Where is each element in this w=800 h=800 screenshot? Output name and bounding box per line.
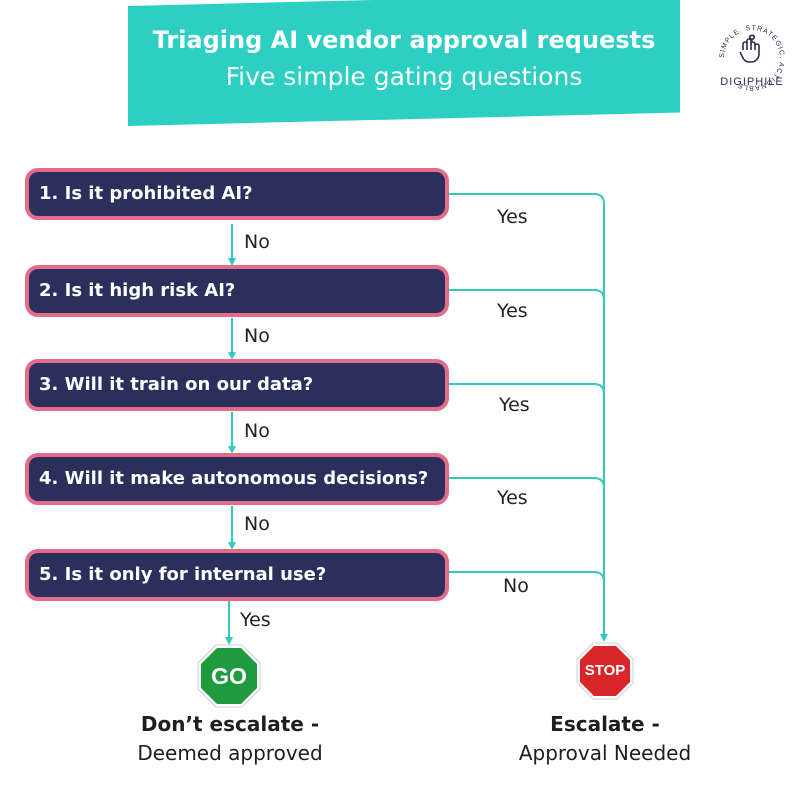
page-subtitle: Five simple gating questions [225, 62, 583, 91]
title-block: Triaging AI vendor approval requests Fiv… [128, 22, 680, 96]
brand-logo: SIMPLE. STRATEGIC. ACTIONABLE [719, 25, 784, 91]
side-branch-1 [439, 193, 605, 205]
question-box-5: 5. Is it only for internal use? [25, 549, 449, 601]
answer-label-down-1: No [244, 231, 270, 253]
answer-label-side-5: No [503, 575, 529, 597]
hands-heart-icon [739, 34, 760, 63]
question-box-3: 3. Will it train on our data? [25, 359, 449, 411]
question-box-2: 2. Is it high risk AI? [25, 265, 449, 317]
side-branch-3 [439, 383, 605, 395]
outcome-stop: Escalate - Approval Needed [500, 710, 710, 768]
answer-label-down-5: Yes [240, 609, 271, 631]
answer-label-down-3: No [244, 420, 270, 442]
answer-label-side-1: Yes [497, 206, 528, 228]
stop-sign-label: STOP [584, 662, 626, 679]
stop-octagon-icon [576, 642, 634, 700]
answer-label-side-2: Yes [497, 300, 528, 322]
stop-sign: STOP [576, 642, 634, 700]
outcome-go-subtitle: Deemed approved [137, 741, 323, 765]
brand-name: DIGIPHILE [720, 76, 784, 88]
question-box-4: 4. Will it make autonomous decisions? [25, 453, 449, 505]
outcome-stop-title: Escalate - [550, 712, 660, 736]
answer-label-down-4: No [244, 513, 270, 535]
go-octagon-icon [197, 644, 261, 708]
outcome-stop-subtitle: Approval Needed [518, 741, 692, 765]
outcome-go-title: Don’t escalate - [140, 712, 320, 736]
go-sign-label: GO [211, 663, 247, 689]
question-box-1: 1. Is it prohibited AI? [25, 168, 449, 220]
page-title: Triaging AI vendor approval requests [152, 26, 656, 54]
answer-label-side-4: Yes [497, 487, 528, 509]
outcome-go: Don’t escalate - Deemed approved [115, 710, 345, 768]
answer-label-side-3: Yes [499, 394, 530, 416]
answer-label-down-2: No [244, 325, 270, 347]
go-sign: GO [197, 644, 261, 708]
side-branch-2 [439, 289, 605, 301]
